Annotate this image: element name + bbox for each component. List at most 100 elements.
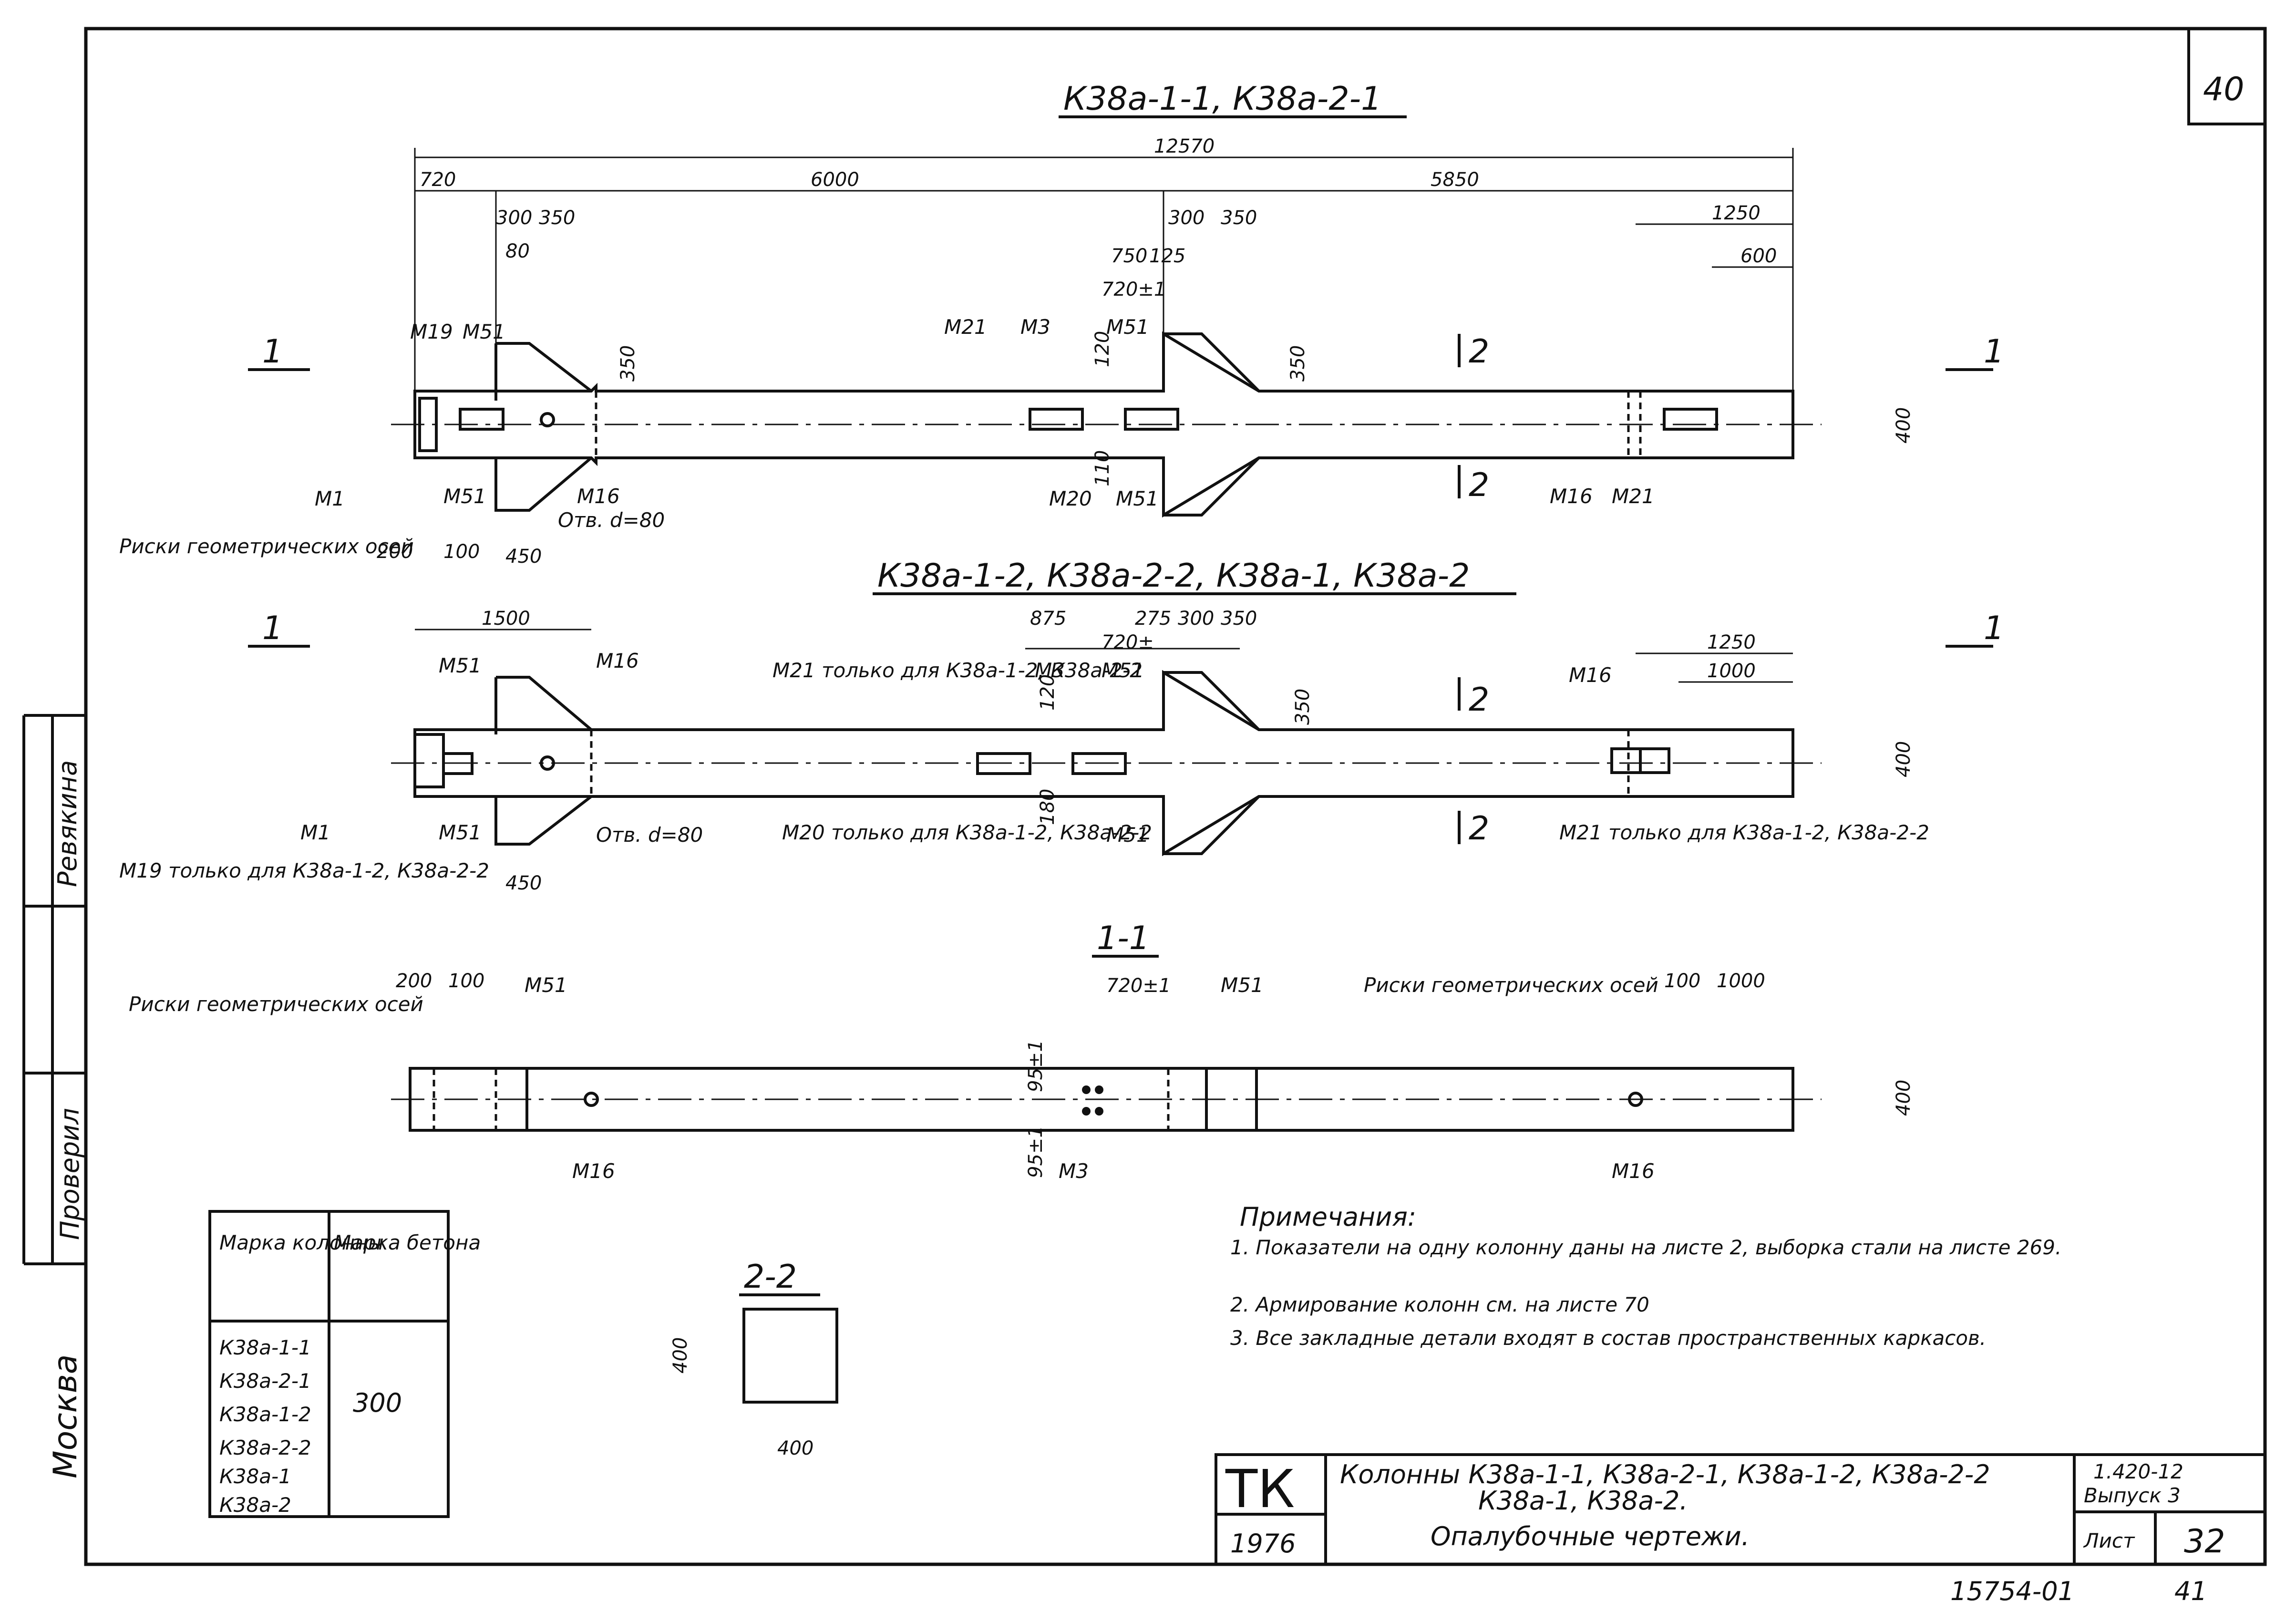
table-row-2: К38а-2-1	[219, 1369, 311, 1393]
sec11-label-m51-b: М51	[1221, 973, 1264, 997]
sheet-frame	[84, 27, 2267, 1566]
sec11-dim-95-b: 95±1	[1025, 1126, 1047, 1178]
sec11-risks-right: Риски геометрических осей	[1364, 973, 1658, 997]
top-view: К38а-1-1, К38а-2-1 12570 720 6000 5850 3…	[119, 80, 2004, 568]
top-label-m19: М19	[410, 320, 453, 343]
side-stamp: Ревякина Проверил Москва	[22, 714, 86, 1478]
section-2-2-square	[742, 1308, 838, 1404]
top-label-m51-d: М51	[1116, 487, 1159, 510]
sec11-label-m16-b: М16	[1612, 1159, 1655, 1183]
dim-450-top: 450	[505, 546, 542, 568]
table-concrete-grade: 300	[353, 1388, 402, 1418]
dim-120-mid: 120	[1037, 674, 1059, 711]
dim-200: 200	[377, 541, 413, 563]
table-row-3: К38а-1-2	[219, 1403, 311, 1426]
sec11-dim-1000: 1000	[1717, 970, 1765, 992]
note-3: 3. Все закладные детали входят в состав …	[1230, 1326, 1986, 1350]
dim-350-h1: 350	[617, 345, 639, 382]
dim-1250-top: 1250	[1712, 202, 1761, 224]
title-issue: Выпуск 3	[2084, 1484, 2181, 1507]
top-label-m21: М21	[944, 315, 987, 339]
dim-80: 80	[505, 240, 530, 262]
top-label-m1: М1	[315, 487, 345, 510]
mid-label-m20-note: М20 только для К38а-1-2, К38а-2-2	[782, 821, 1152, 844]
side-stamp-city: Москва	[47, 1354, 84, 1478]
dim-110-top: 110	[1091, 450, 1113, 486]
section-mark-2-top-b: 2	[1469, 466, 1489, 504]
table-row-5: К38а-1	[219, 1465, 291, 1488]
top-label-m51-a: М51	[463, 320, 505, 343]
section-1-1: 1-1 200 100 М51 720±1 М51 Риски геометри…	[129, 920, 1915, 1183]
dim-300-b: 300	[1168, 207, 1205, 229]
section-2-2-title: 2-2	[744, 1258, 797, 1296]
side-stamp-checked: Проверил	[55, 1108, 85, 1240]
mid-label-m51-c: М51	[439, 821, 482, 844]
dim-100: 100	[443, 541, 480, 563]
notes-title: Примечания:	[1240, 1202, 1416, 1232]
top-view-title: К38а-1-1, К38а-2-1	[1063, 80, 1381, 118]
table-row-4: К38а-2-2	[219, 1436, 311, 1459]
sec11-dim-100: 100	[448, 970, 484, 992]
top-column-outline	[413, 331, 1794, 518]
dim-1000-mid: 1000	[1707, 660, 1756, 682]
mid-label-m16: М16	[596, 649, 639, 672]
sec11-risks-left: Риски геометрических осей	[129, 992, 423, 1016]
middle-view-title: К38а-1-2, К38а-2-2, К38а-1, К38а-2	[877, 557, 1470, 595]
note-2: 2. Армирование колонн см. на листе 70	[1230, 1293, 1649, 1316]
top-label-m21-b: М21	[1612, 485, 1655, 508]
middle-right-consoles	[1163, 671, 1260, 855]
mid-label-m21-note2: М21 только для К38а-1-2, К38а-2-2	[1559, 821, 1929, 844]
top-label-m51-c: М51	[443, 485, 486, 508]
mid-label-m21-note: М21 только для К38а-1-2, К38а-2-2	[772, 659, 1143, 682]
mid-label-m1: М1	[300, 821, 330, 844]
note-1: 1. Показатели на одну колонну даны на ли…	[1230, 1236, 2061, 1259]
bottom-page-number: 41	[2174, 1576, 2207, 1606]
dim-180-mid: 180	[1037, 789, 1059, 825]
top-label-risks: Риски геометрических осей	[119, 535, 414, 558]
dim-1250-mid: 1250	[1707, 631, 1756, 653]
middle-left-consoles	[494, 676, 592, 846]
dim-750: 750	[1111, 245, 1147, 267]
dim-350-h2: 350	[1287, 345, 1309, 382]
dim-300-a: 300	[496, 207, 532, 229]
mid-label-m51-d: М51	[1106, 823, 1149, 847]
title-series: 1.420-12	[2093, 1460, 2183, 1483]
top-label-m16-b: М16	[1550, 485, 1593, 508]
top-left-consoles	[494, 342, 592, 512]
sec11-label-m3: М3	[1059, 1159, 1089, 1183]
mid-label-hole: Отв. d=80	[596, 823, 703, 847]
sec11-dim-100b: 100	[1664, 970, 1700, 992]
dim-275: 275	[1135, 608, 1171, 630]
table-row-1: К38а-1-1	[219, 1336, 311, 1359]
sec11-dim-400: 400	[1893, 1080, 1915, 1116]
dim-350-b: 350	[1221, 207, 1257, 229]
dim-12570: 12570	[1154, 135, 1215, 157]
side-stamp-name: Ревякина	[52, 760, 82, 887]
dim-350-a: 350	[539, 207, 575, 229]
dim-400-mid: 400	[1893, 741, 1915, 777]
top-label-m3: М3	[1020, 315, 1050, 339]
title-name-line2: К38а-1, К38а-2.	[1478, 1486, 1688, 1516]
section-mark-2-mid-a: 2	[1469, 681, 1489, 719]
inventory-number: 15754-01	[1950, 1576, 2074, 1606]
dim-5850: 5850	[1431, 169, 1479, 191]
dim-300-mid: 300	[1178, 608, 1214, 630]
mid-label-m19-note: М19 только для К38а-1-2, К38а-2-2	[119, 859, 489, 882]
sec11-dim-95-a: 95±1	[1025, 1040, 1047, 1092]
sec11-label-m51-a: М51	[525, 973, 567, 997]
table-row-6: К38а-2	[219, 1493, 291, 1517]
section-mark-1-right-top: 1	[1984, 333, 2004, 371]
dim-125: 125	[1149, 245, 1185, 267]
title-sheet-label: Лист	[2083, 1529, 2135, 1552]
mid-label-m16-b: М16	[1569, 663, 1612, 687]
table-header-col2: Марка бетона	[334, 1231, 481, 1254]
sec11-dim-200: 200	[396, 970, 432, 992]
dim-6000: 6000	[811, 169, 859, 191]
section-1-1-title: 1-1	[1097, 920, 1150, 957]
section-2-2: 2-2 400 400	[669, 1258, 838, 1459]
section-mark-1-left-top: 1	[262, 333, 283, 371]
top-sheet-number-box	[2187, 27, 2266, 125]
title-year: 1976	[1230, 1529, 1296, 1559]
sec11-label-m16-a: М16	[572, 1159, 615, 1183]
